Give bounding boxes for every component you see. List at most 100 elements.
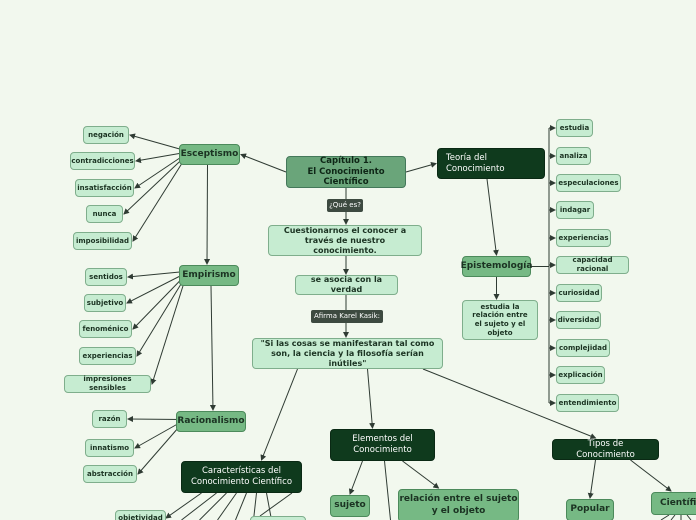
objetividad-item[interactable]: objetividad bbox=[115, 510, 166, 520]
esc-item[interactable]: imposibilidad bbox=[73, 232, 132, 250]
studies-relation-node[interactable]: estudia la relación entre el sujeto y el… bbox=[462, 300, 538, 340]
characteristics-node[interactable]: Características del Conocimiento Científ… bbox=[181, 461, 302, 493]
esc-item[interactable]: negación bbox=[83, 126, 129, 144]
epi-item[interactable]: estudia bbox=[556, 119, 593, 137]
popular-node[interactable]: Popular bbox=[566, 499, 614, 520]
epi-item-text: estudia bbox=[559, 123, 590, 132]
characteristics-item-partial[interactable] bbox=[250, 516, 306, 520]
connector-capitulo-esceptismo bbox=[240, 153, 287, 173]
emp-item[interactable]: impresiones sensibles bbox=[64, 375, 151, 393]
epi-item[interactable]: diversidad bbox=[556, 311, 601, 329]
emp-item[interactable]: experiencias bbox=[79, 347, 136, 365]
connector-caracteristicas-child bbox=[199, 492, 227, 520]
rac-item-text: abstracción bbox=[87, 469, 133, 478]
emp-item[interactable]: sentidos bbox=[85, 268, 127, 286]
relation-text: relación entre el sujeto y el objeto bbox=[399, 494, 518, 516]
racionalismo-node[interactable]: Racionalismo bbox=[176, 411, 246, 432]
studies-relation-text: estudia la relación entre el sujeto y el… bbox=[472, 302, 528, 337]
emp-item-text: subjetivo bbox=[86, 298, 124, 307]
epi-item[interactable]: indagar bbox=[556, 201, 594, 219]
epi-item[interactable]: especulaciones bbox=[556, 174, 621, 192]
cientifico-text: Científico bbox=[660, 497, 696, 508]
rac-item[interactable]: innatismo bbox=[85, 439, 134, 457]
sujeto-node[interactable]: sujeto bbox=[330, 495, 370, 517]
chapter-title-node[interactable]: Capítulo 1. El Conocimiento Científico bbox=[286, 156, 406, 188]
truth-association-text: se asocia con la verdad bbox=[310, 275, 383, 294]
truth-association-node[interactable]: se asocia con la verdad bbox=[295, 275, 398, 295]
elements-node[interactable]: Elementos del Conocimiento bbox=[330, 429, 435, 461]
connector-caracteristicas-child bbox=[253, 492, 257, 520]
epi-item[interactable]: curiosidad bbox=[556, 284, 602, 302]
emp-item-text: experiencias bbox=[82, 351, 133, 360]
connector-esceptismo-empirismo bbox=[204, 164, 211, 265]
what-is-label: ¿Qué es? bbox=[327, 199, 363, 212]
definition-text: Cuestionarnos el conocer a través de nue… bbox=[283, 225, 407, 255]
relation-node[interactable]: relación entre el sujeto y el objeto bbox=[398, 489, 519, 520]
epi-item[interactable]: entendimiento bbox=[556, 394, 619, 412]
connector-caracteristicas-child bbox=[235, 492, 247, 520]
esc-item-text: nunca bbox=[92, 209, 117, 218]
rac-item[interactable]: razón bbox=[92, 410, 127, 428]
connector-cita-tipos bbox=[422, 368, 597, 439]
types-node[interactable]: Tipos de Conocimiento bbox=[552, 439, 659, 460]
author-label: Afirma Karel Kasik: bbox=[311, 310, 383, 323]
esc-item[interactable]: contradicciones bbox=[70, 152, 135, 170]
epi-item[interactable]: analiza bbox=[556, 147, 591, 165]
connector-caracteristicas-child bbox=[217, 492, 237, 520]
connector-emp-1 bbox=[126, 273, 186, 304]
emp-item[interactable]: subjetivo bbox=[84, 294, 126, 312]
epi-item-text: analiza bbox=[559, 151, 588, 160]
epi-item-text: especulaciones bbox=[558, 178, 619, 187]
connector-caracteristicas-child bbox=[266, 492, 272, 520]
connector-rac-1 bbox=[134, 421, 183, 449]
esc-item-text: insatisfacción bbox=[77, 183, 132, 192]
connector-cientifico-child bbox=[686, 514, 692, 520]
theory-node[interactable]: Teoría del Conocimiento bbox=[437, 148, 545, 179]
epistemologia-node[interactable]: Epistemología bbox=[461, 256, 532, 277]
connector-emp-0 bbox=[127, 271, 186, 280]
connector-esc-4 bbox=[132, 158, 186, 242]
quote-text: "Si las cosas se manifestaran tal como s… bbox=[260, 338, 435, 368]
connector-caracteristicas-ghost bbox=[259, 492, 293, 517]
cientifico-node[interactable]: Científico bbox=[651, 492, 696, 515]
rac-item-text: innatismo bbox=[89, 443, 130, 452]
connector-tipos-popular bbox=[587, 459, 596, 499]
esc-item[interactable]: insatisfacción bbox=[75, 179, 134, 197]
connector-caracteristicas-objetividad bbox=[165, 492, 202, 519]
connector-emp-4 bbox=[150, 279, 186, 385]
rac-item[interactable]: abstracción bbox=[83, 465, 137, 483]
esc-item[interactable]: nunca bbox=[86, 205, 123, 223]
epi-item-text: capacidad racional bbox=[572, 256, 613, 273]
epi-item[interactable]: capacidad racional bbox=[556, 256, 629, 274]
esc-item-text: negación bbox=[88, 130, 124, 139]
esceptismo-node[interactable]: Esceptismo bbox=[179, 144, 240, 165]
emp-item-text: impresiones sensibles bbox=[83, 375, 132, 392]
esc-item-text: contradicciones bbox=[71, 156, 134, 165]
epi-item-text: complejidad bbox=[559, 343, 607, 352]
sujeto-text: sujeto bbox=[334, 500, 366, 511]
popular-text: Popular bbox=[570, 504, 610, 515]
epi-item[interactable]: complejidad bbox=[556, 339, 610, 357]
connector-cientifico-child bbox=[660, 514, 670, 520]
emp-item[interactable]: fenoménico bbox=[79, 320, 132, 338]
connector-rac-2 bbox=[137, 423, 183, 475]
epi-item-text: diversidad bbox=[557, 315, 600, 324]
characteristics-text: Características del Conocimiento Científ… bbox=[190, 466, 293, 487]
quote-node[interactable]: "Si las cosas se manifestaran tal como s… bbox=[252, 338, 443, 369]
esceptismo-text: Esceptismo bbox=[180, 148, 239, 159]
epi-item[interactable]: experiencias bbox=[556, 229, 611, 247]
connector-empirismo-racionalismo bbox=[209, 285, 216, 411]
connector-esc-1 bbox=[135, 152, 186, 164]
connector-capitulo-teoria bbox=[405, 161, 437, 173]
empirismo-node[interactable]: Empirismo bbox=[179, 265, 239, 286]
definition-node[interactable]: Cuestionarnos el conocer a través de nue… bbox=[268, 225, 422, 256]
what-is-text: ¿Qué es? bbox=[329, 201, 361, 210]
epi-item[interactable]: explicación bbox=[556, 366, 605, 384]
epi-item-text: indagar bbox=[559, 205, 591, 214]
types-text: Tipos de Conocimiento bbox=[576, 438, 635, 460]
epi-item-text: curiosidad bbox=[558, 288, 600, 297]
connector-cita-elementos bbox=[367, 368, 376, 429]
elements-text: Elementos del Conocimiento bbox=[352, 434, 413, 455]
connector-cientifico-child bbox=[670, 514, 676, 520]
